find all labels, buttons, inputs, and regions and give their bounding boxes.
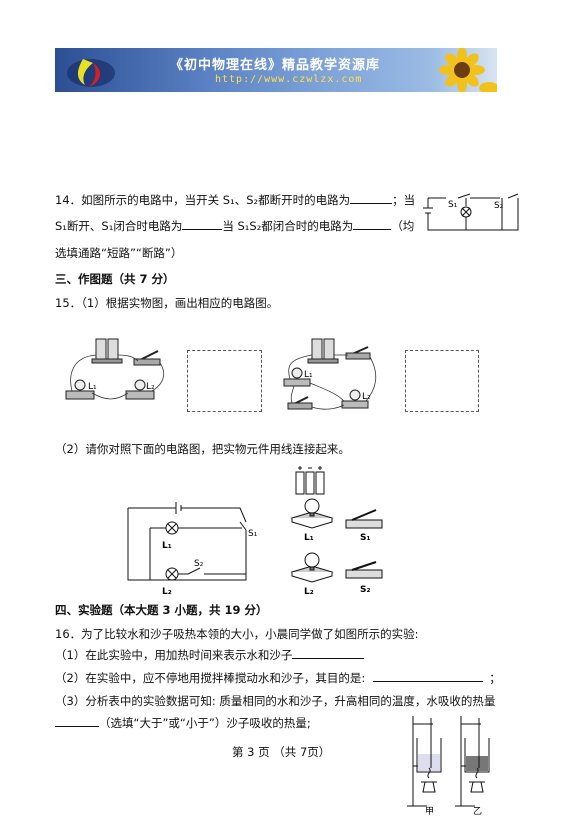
diagram-s1-label: S₁ [248,529,258,539]
q16-blank-2[interactable] [373,671,484,682]
q14-line2: S₁断开、S₁闭合时电路为当 S₁S₂都闭合时的电路为（均 [55,219,415,233]
q15-switches: S₁ S₂ [345,509,383,595]
section4-title: 四、实验题（本大题 3 小题，共 19 分） [55,603,268,617]
logo-icon [67,59,115,87]
banner-url: http://www.czwlzx.com [215,74,363,85]
drawing-box-2[interactable] [405,350,479,412]
diagram-l2-label: L₂ [162,587,172,596]
q16-p4: （选填“大于”或“小于”）沙子吸收的热量; [55,716,311,730]
svg-text:L₁: L₁ [88,382,97,392]
q15-circuit-diagram: L₁ L₂ S₁ S₂ [127,502,258,596]
svg-text:L₂: L₂ [146,382,155,392]
section3-title: 三、作图题（共 7 分） [55,272,175,286]
q16-blank-1[interactable] [292,648,365,659]
component-s2-label: S₂ [360,585,370,595]
drawing-box-1[interactable] [187,350,262,412]
q14-s1-label: S₁ [448,200,458,210]
component-s1-label: S₁ [360,533,370,543]
physical-circuit-1: L₁ L₂ [65,338,165,400]
q16-p1: （1）在此实验中，用加热时间来表示水和沙子 [55,648,365,662]
q16-intro: 16．为了比较水和沙子吸热本领的大小，小晨同学做了如图所示的实验: [55,627,419,641]
q14-blank-1[interactable] [350,193,393,204]
q16-p2: （2）在实验中，应不停地用搅拌棒搅动水和沙子，其目的是:； [55,671,501,685]
q14-blank-3[interactable] [353,219,392,230]
svg-text:L₁: L₁ [304,370,313,380]
q14-blank-2[interactable] [182,219,223,230]
q16-blank-3[interactable] [55,716,99,727]
q16-fig-right-label: 乙 [473,806,482,816]
header-banner: 《初中物理在线》精品教学资源库 http://www.czwlzx.com [55,48,497,92]
physical-circuit-2: L₁ L₂ [283,338,377,410]
q14-line3: 选填通路“短路”“断路”） [55,246,183,260]
q14-s2-label: S₂ [494,201,504,211]
component-l1-label: L₁ [304,533,314,543]
q15-physical-components: L₁ L₂ [290,466,334,597]
sunflower-icon [439,48,497,92]
q14-circuit-figure: S₁ S₂ [423,193,519,231]
component-l2-label: L₂ [304,587,314,597]
q16-experiment-figure: 甲 乙 [407,716,490,816]
q16-p3: （3）分析表中的实验数据可知: 质量相同的水和沙子，升高相同的温度，水吸收的热量 [55,694,496,708]
diagram-l1-label: L₁ [162,541,172,551]
q16-fig-left-label: 甲 [425,806,434,816]
diagram-s2-label: S₂ [194,559,204,569]
q14-line1: 14．如图所示的电路中，当开关 S₁、S₂都断开时的电路为；当 [55,193,416,207]
banner-title: 《初中物理在线》精品教学资源库 [170,58,381,73]
page-footer: 第 3 页 （共 7页） [232,745,331,759]
q15-part2: （2）请你对照下面的电路图，把实物元件用线连接起来。 [55,442,350,456]
svg-text:L₂: L₂ [362,392,371,402]
q15-part1: 15．（1）根据实物图，画出相应的电路图。 [55,296,279,310]
